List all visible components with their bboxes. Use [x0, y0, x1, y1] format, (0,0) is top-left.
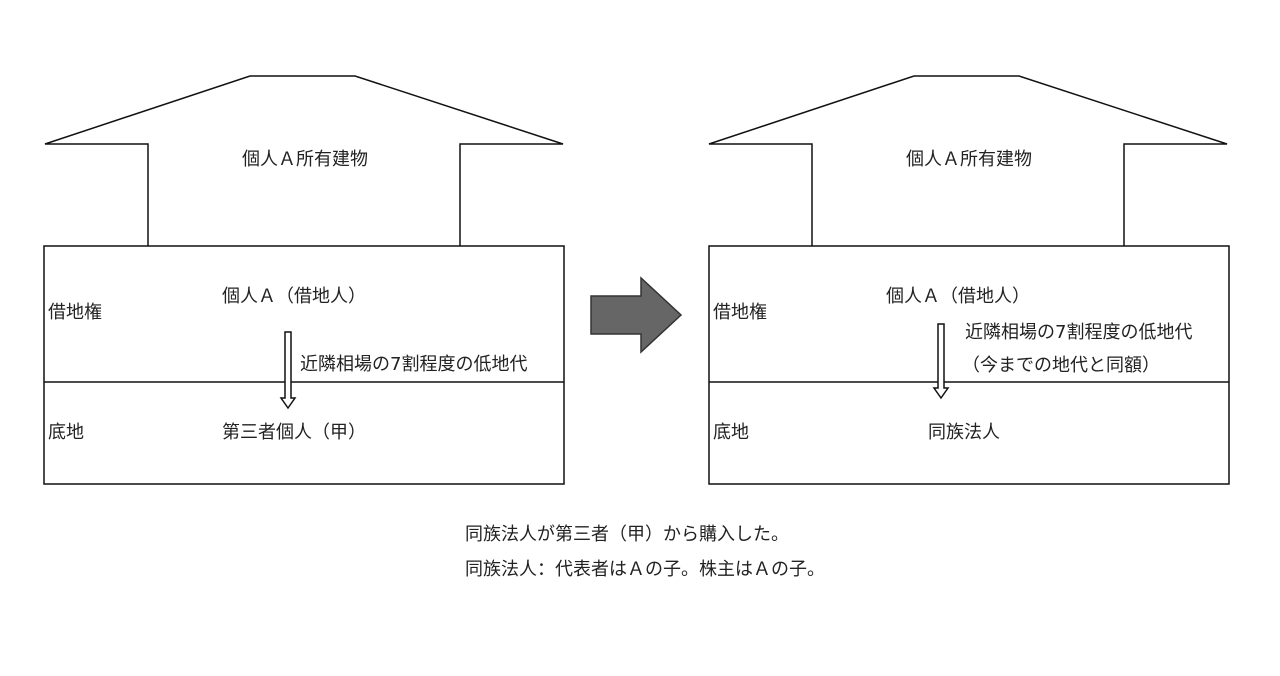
land-label: 底地	[48, 422, 84, 443]
building-label: 個人Ａ所有建物	[906, 149, 1032, 170]
land-owner: 第三者個人（甲）	[222, 422, 366, 443]
land-label: 底地	[713, 422, 749, 443]
note-purchase: 同族法人が第三者（甲）から購入した。	[465, 524, 789, 545]
note-corporation: 同族法人：代表者はＡの子。株主はＡの子。	[465, 559, 825, 580]
after-panel: 個人Ａ所有建物 借地権 個人Ａ（借地人） 近隣相場の7割程度の低地代 （今までの…	[708, 75, 1230, 485]
land-box	[43, 245, 565, 485]
house-roof	[44, 75, 564, 246]
leasehold-holder: 個人Ａ（借地人）	[886, 286, 1030, 307]
rent-note: 近隣相場の7割程度の低地代	[300, 354, 527, 375]
building-label: 個人Ａ所有建物	[242, 149, 368, 170]
land-owner: 同族法人	[928, 422, 1000, 443]
down-arrow-icon	[279, 331, 297, 410]
house-roof	[708, 75, 1228, 246]
transition-arrow-icon	[590, 276, 683, 354]
leasehold-label: 借地権	[48, 302, 102, 323]
before-panel: 個人Ａ所有建物 借地権 個人Ａ（借地人） 近隣相場の7割程度の低地代 底地 第三…	[43, 75, 565, 485]
leasehold-holder: 個人Ａ（借地人）	[222, 286, 366, 307]
land-box	[708, 245, 1230, 485]
leasehold-label: 借地権	[713, 302, 767, 323]
rent-note-sub: （今までの地代と同額）	[962, 355, 1160, 376]
down-arrow-icon	[932, 323, 950, 400]
rent-note: 近隣相場の7割程度の低地代	[965, 322, 1192, 343]
